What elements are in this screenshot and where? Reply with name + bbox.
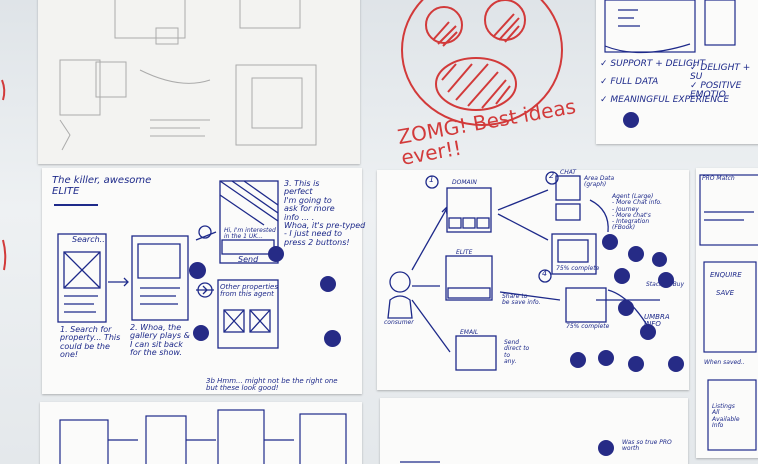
- search-label: Search..: [72, 235, 105, 244]
- check-delight: ✓ DELIGHT + SU: [690, 63, 751, 83]
- vote-dot: [268, 246, 284, 262]
- check-positive: ✓ POSITIVE EMOTIO: [690, 81, 742, 101]
- step-1: 1: [429, 175, 435, 184]
- check-full-data: ✓ FULL DATA: [600, 77, 659, 87]
- paper-bottom-mid: [380, 398, 688, 464]
- step-2: 2: [549, 171, 555, 180]
- consumer-label: consumer: [384, 319, 414, 326]
- vote-dot: [598, 350, 614, 366]
- progress-1: 75% complete: [556, 265, 600, 272]
- bottom-note: 3b Hmm... might not be the right one but…: [206, 377, 338, 393]
- phone-saved-note: When saved..: [704, 359, 745, 366]
- send-note: Send direct to to any.: [504, 339, 530, 365]
- vote-dot: [623, 112, 639, 128]
- vote-dot: [193, 325, 209, 341]
- vote-dot: [614, 268, 630, 284]
- vote-dot: [640, 324, 656, 340]
- phone-list: Listings All Available Info: [712, 403, 740, 429]
- paper-flow: [377, 170, 689, 390]
- check-support: ✓ SUPPORT + DELIGHT: [600, 59, 706, 69]
- caption-search: 1. Search for property... This could be …: [60, 325, 121, 360]
- vote-dot: [598, 440, 614, 456]
- bottom-sheet-note: Was so true PRO worth: [622, 439, 672, 453]
- send-label: Send: [238, 255, 259, 264]
- vote-dot: [570, 352, 586, 368]
- email-label: EMAIL: [460, 329, 479, 336]
- phone-top-label: PRO Match: [702, 175, 735, 182]
- other-properties: Other properties from this agent: [220, 283, 278, 299]
- paper-right-phones: [696, 168, 758, 458]
- agent-notes: Agent (Large) - More Chat info. - Journe…: [612, 193, 663, 232]
- vote-dot: [668, 356, 684, 372]
- vote-dot: [628, 356, 644, 372]
- chat-label: CHAT: [560, 169, 577, 176]
- step-4: 4: [542, 269, 548, 278]
- elite-title: The killer, awesome ELITE: [52, 175, 152, 197]
- vote-dot: [658, 272, 674, 288]
- vote-dot: [602, 234, 618, 250]
- progress-2: 75% complete: [566, 323, 610, 330]
- vote-dot: [628, 246, 644, 262]
- share-note: Share to be save info.: [502, 293, 541, 307]
- vote-dot: [652, 252, 667, 267]
- vote-dot: [189, 262, 206, 279]
- phone-enquire: ENQUIRE: [710, 271, 742, 279]
- area-data: Area Data (graph): [584, 175, 615, 189]
- check-meaningful: ✓ MEANINGFUL EXPERIENCE: [600, 95, 730, 105]
- caption-perfect: 3. This is perfect I'm going to ask for …: [284, 179, 366, 247]
- elite-label: ELITE: [456, 249, 473, 256]
- paper-top-left: [38, 0, 360, 164]
- domain-label: DOMAIN: [452, 179, 477, 186]
- paper-bottom-left: [40, 402, 362, 464]
- caption-gallery: 2. Whoa, the gallery plays & I can sit b…: [130, 323, 190, 358]
- vote-dot: [618, 300, 634, 316]
- phone-save: SAVE: [716, 289, 735, 297]
- vote-dot: [320, 276, 336, 292]
- form-text: Hi, I'm interested in the 1 UK...: [224, 227, 276, 241]
- vote-dot: [324, 330, 341, 347]
